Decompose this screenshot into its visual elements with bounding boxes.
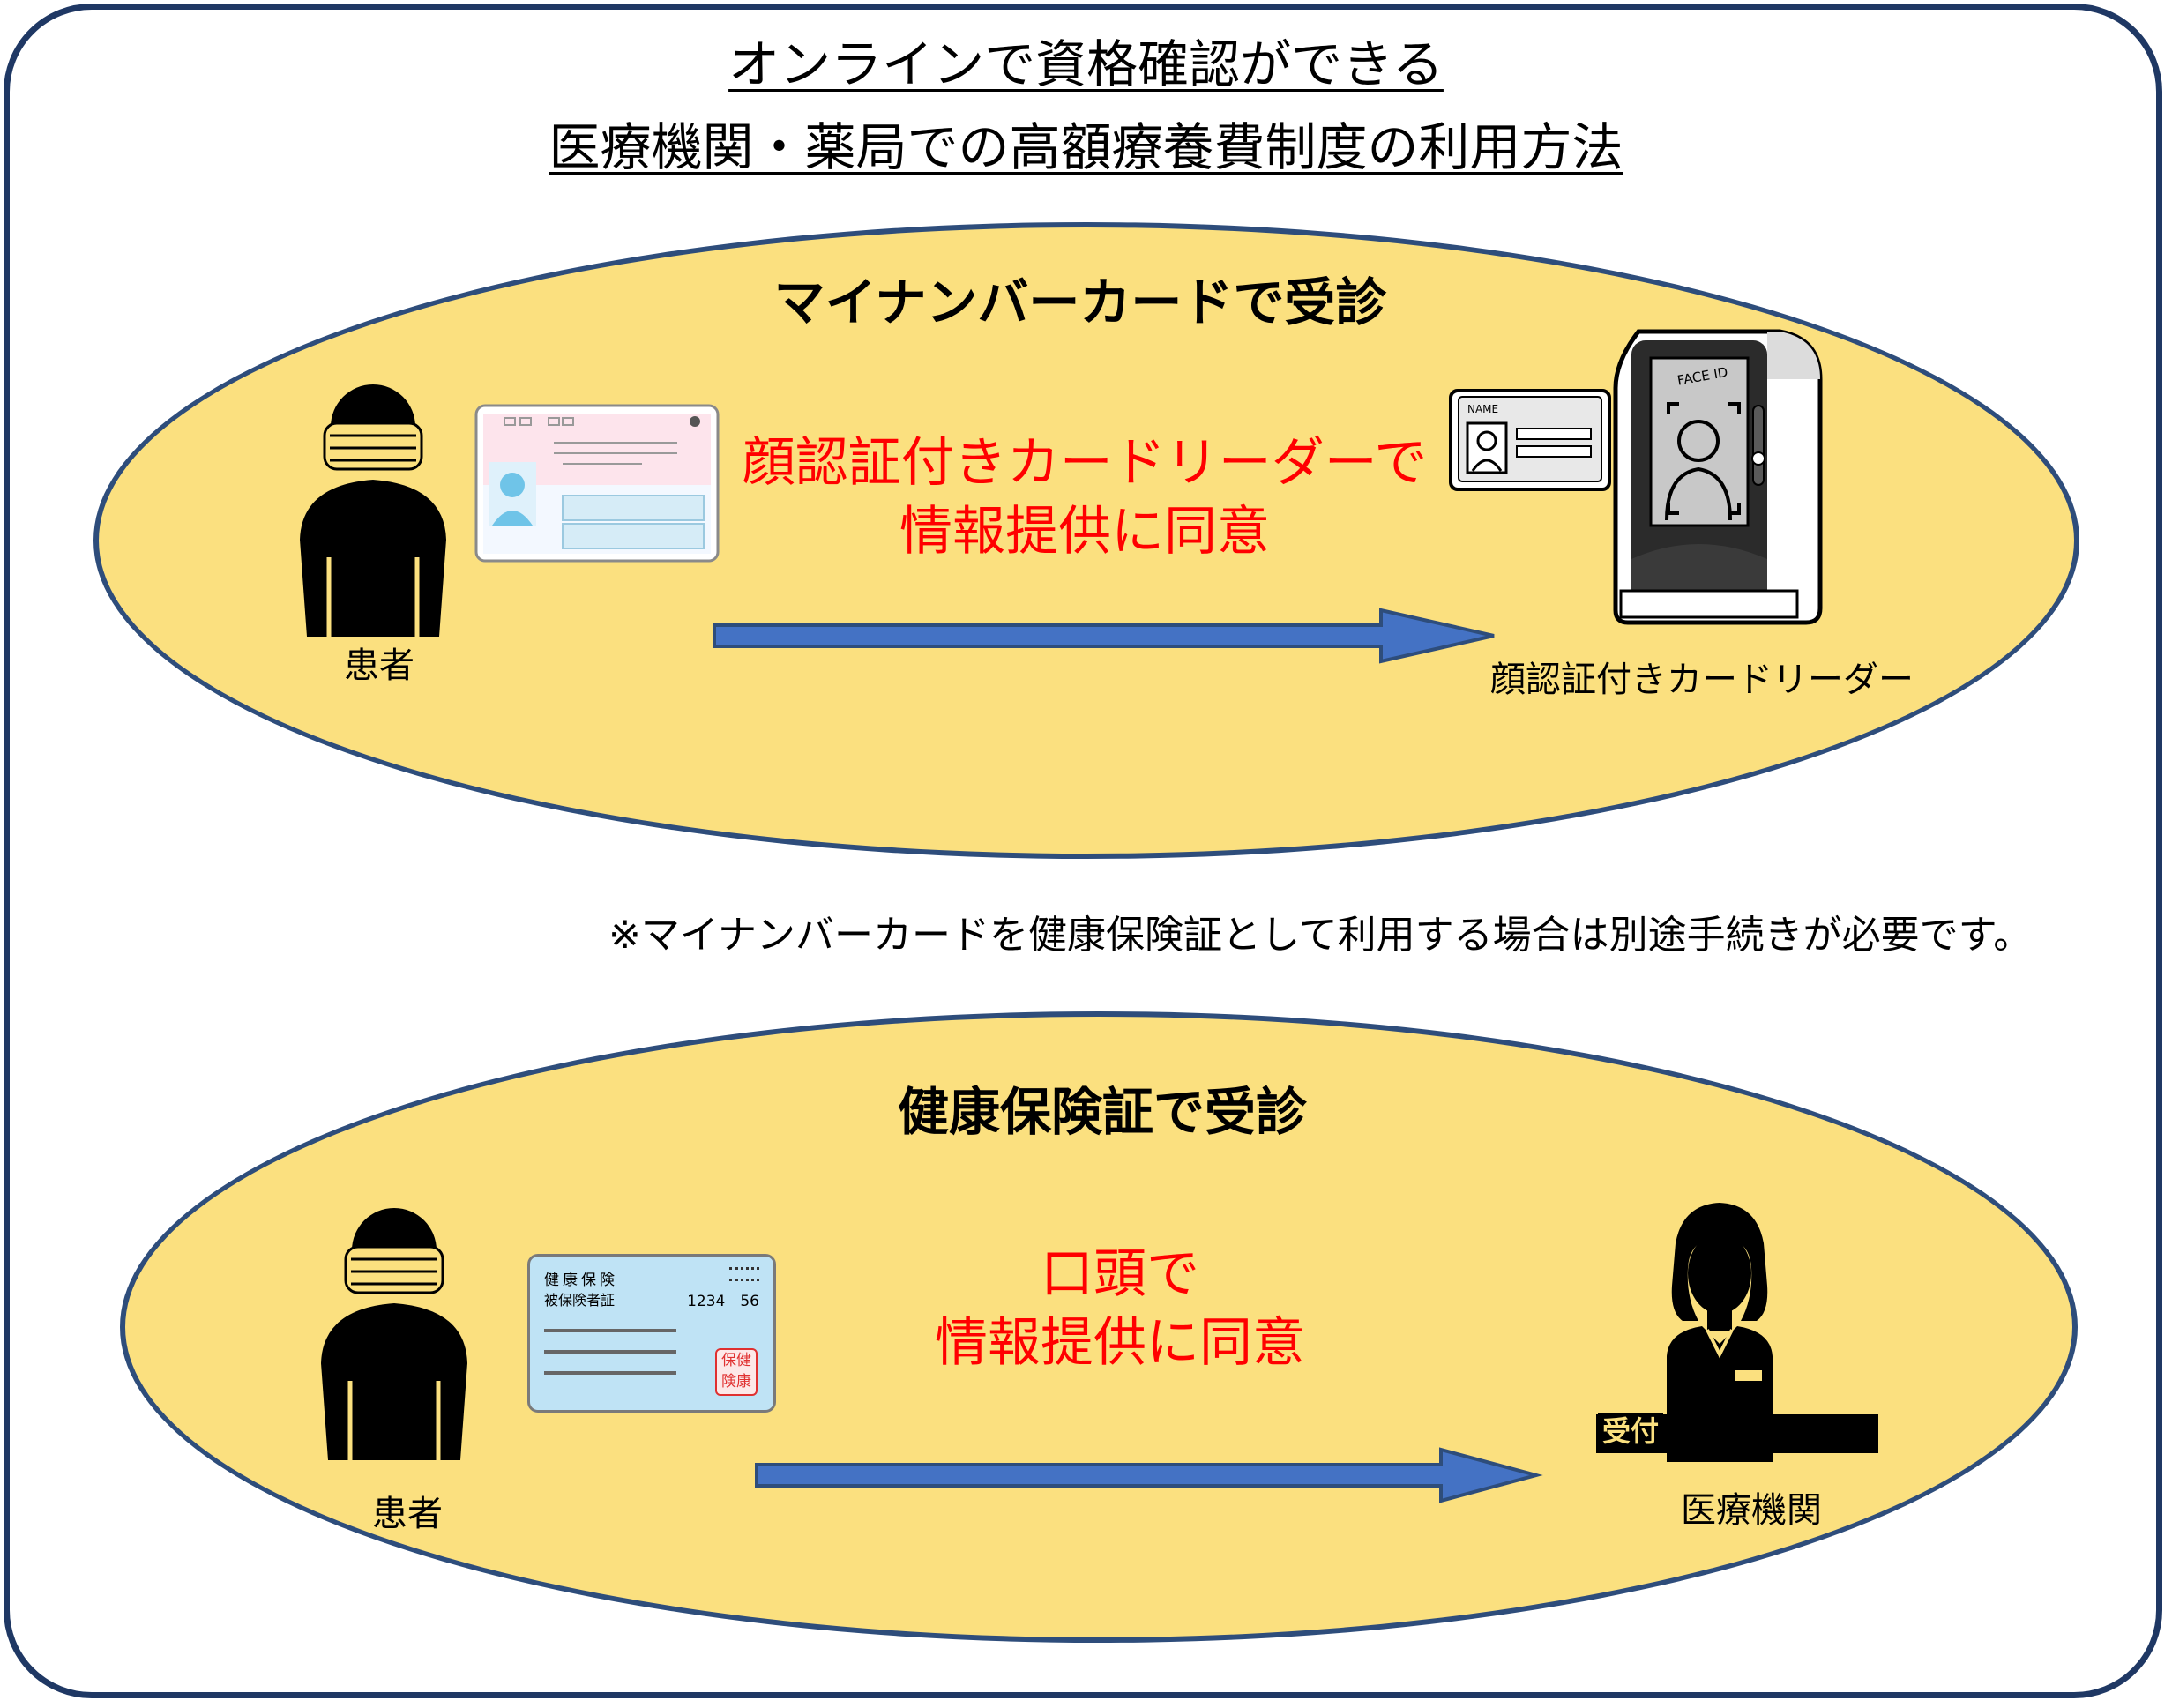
card-title: 健康保険 — [544, 1272, 618, 1289]
id-card-icon: NAME — [1449, 389, 1611, 491]
reception-label: 受付 — [1601, 1414, 1659, 1448]
card-text-lines — [544, 1318, 676, 1392]
receptionist-icon — [1596, 1203, 1878, 1462]
card-stamp: 保健 険康 — [715, 1348, 758, 1396]
card-subtitle: 被保険者証 — [544, 1292, 616, 1309]
card-barcode — [729, 1267, 759, 1281]
reception-sign: 受付 — [1598, 1413, 1663, 1450]
insurance-consent-line-1: 口頭で — [1041, 1243, 1199, 1305]
patient-icon — [300, 384, 446, 637]
patient-label-top: 患者 — [344, 645, 414, 686]
face-recognition-card-reader-icon: FACE ID — [1613, 329, 1823, 625]
card-number: 1234 56 — [687, 1293, 759, 1310]
mynumber-section-heading: マイナンバーカードで受診 — [773, 272, 1387, 332]
patient-label-bottom: 患者 — [372, 1494, 443, 1534]
id-card-name-text: NAME — [1467, 403, 1498, 415]
title-line-1: オンラインで資格確認ができる — [728, 34, 1444, 94]
mynumber-consent-line-1: 顔認証付きカードリーダーで — [742, 432, 1428, 494]
note-text: ※マイナンバーカードを健康保険証として利用する場合は別途手続きが必要です。 — [608, 913, 2033, 958]
reader-label: 顔認証付きカードリーダー — [1490, 660, 1914, 700]
title-line-2: 医療機関・薬局での高額療養費制度の利用方法 — [549, 117, 1623, 177]
insurance-consent-line-2: 情報提供に同意 — [935, 1312, 1305, 1374]
mynumber-consent-line-2: 情報提供に同意 — [899, 501, 1270, 563]
mynumber-card-icon — [474, 404, 720, 563]
patient-icon-bottom — [321, 1208, 467, 1460]
institution-label: 医療機関 — [1681, 1490, 1822, 1531]
arrow-right-icon — [713, 608, 1495, 664]
insurance-section-heading: 健康保険証で受診 — [897, 1082, 1307, 1142]
health-insurance-card: 健康保険 被保険者証 1234 56 保健 険康 — [527, 1254, 776, 1413]
outer-frame — [4, 4, 2162, 1698]
arrow-right-icon-bottom — [755, 1447, 1543, 1503]
